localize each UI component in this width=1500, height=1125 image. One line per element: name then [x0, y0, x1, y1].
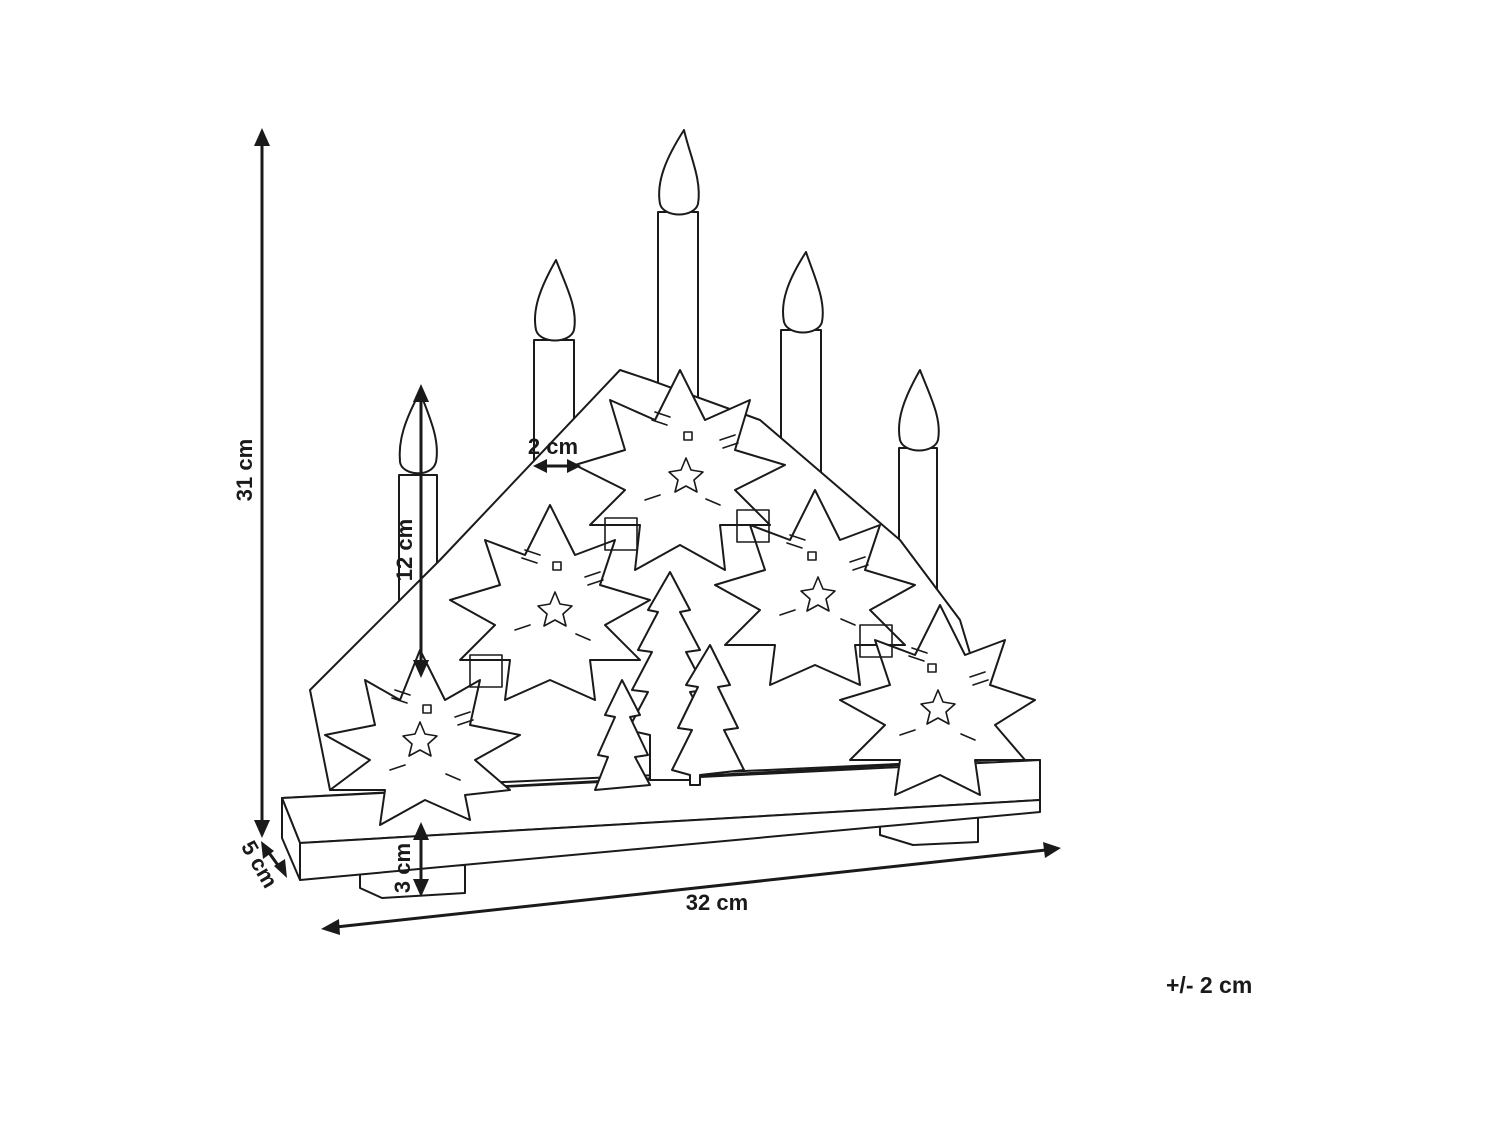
candle-diameter-label: 2 cm [528, 434, 578, 459]
height-label: 31 cm [232, 439, 257, 501]
star-bottom-right [839, 604, 1036, 796]
candle-height-label: 12 cm [392, 519, 417, 581]
base-height-dimension-line [413, 822, 429, 897]
candle-diameter-dimension-line [533, 459, 581, 473]
star-left [449, 504, 651, 701]
back-panel [309, 369, 991, 791]
base-height-label: 3 cm [390, 843, 415, 893]
star-right [714, 489, 916, 686]
window-cutouts [469, 509, 893, 688]
tolerance-note: +/- 2 cm [1166, 972, 1253, 998]
depth-dimension-line [261, 841, 287, 878]
star-bottom-left [324, 649, 521, 826]
width-label: 32 cm [686, 890, 748, 915]
height-dimension-line [254, 128, 270, 838]
tree-cutouts [594, 571, 745, 791]
candle-height-dimension-line [413, 384, 429, 678]
star-center [574, 369, 786, 571]
width-dimension-line [321, 842, 1061, 935]
